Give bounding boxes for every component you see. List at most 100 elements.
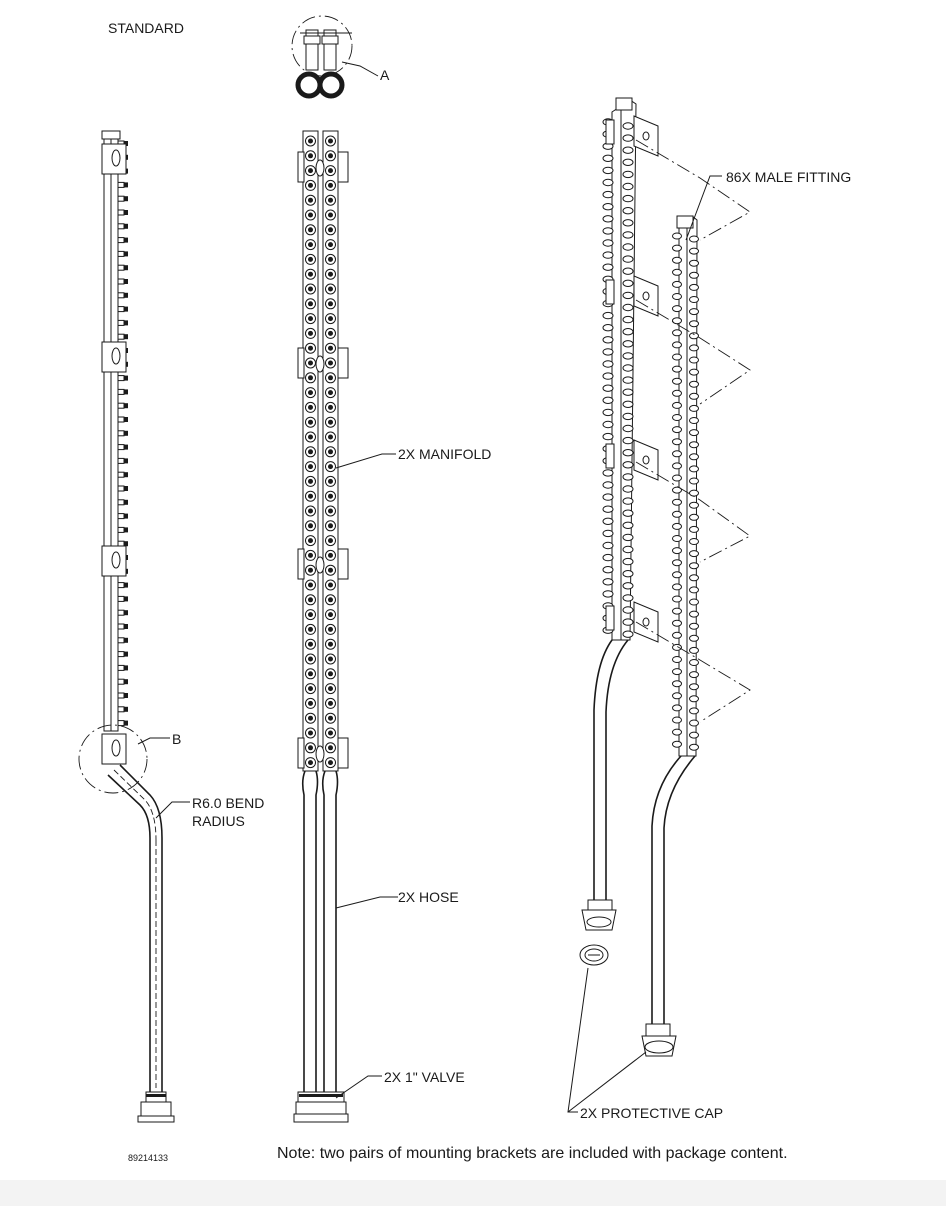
male-fitting [672, 583, 682, 591]
fitting-bore [328, 626, 333, 632]
male-fitting [689, 731, 699, 739]
male-fitting [672, 401, 682, 409]
fitting-tip [124, 665, 128, 671]
side-brackets [101, 143, 127, 765]
male-fitting [622, 376, 634, 384]
male-fitting [602, 251, 614, 259]
side-fittings [117, 140, 128, 727]
male-fitting [672, 389, 682, 397]
male-fitting [117, 250, 125, 257]
male-fitting [689, 308, 699, 316]
male-fitting [117, 416, 125, 423]
male-fitting [672, 535, 682, 542]
label-valve: 2X 1" VALVE [384, 1069, 465, 1085]
fitting-tip [124, 610, 128, 616]
fitting-bore [308, 301, 313, 307]
male-fitting [622, 436, 634, 445]
male-fitting [622, 255, 634, 263]
male-fitting [602, 227, 614, 235]
fitting-tip [124, 624, 128, 629]
male-fitting [117, 582, 125, 589]
male-fitting [602, 553, 614, 562]
male-fitting [117, 540, 125, 547]
male-fitting [672, 426, 682, 434]
fitting-bore [328, 419, 333, 425]
male-fitting [117, 526, 125, 533]
male-fitting [622, 291, 634, 300]
male-fitting [672, 244, 682, 252]
isometric-view [579, 97, 751, 1057]
male-fitting [602, 348, 614, 356]
mounting-bracket [605, 439, 659, 481]
male-fitting [672, 716, 682, 724]
fitting-bore [328, 552, 333, 558]
male-fitting [672, 631, 682, 639]
bottom-band [0, 1180, 946, 1206]
fitting-bore [328, 567, 333, 573]
male-fitting [689, 271, 699, 279]
fitting-bore [328, 612, 333, 618]
fitting-tip [124, 251, 128, 257]
fitting-bore [308, 212, 313, 218]
fitting-tip [124, 458, 128, 464]
fitting-bore [328, 345, 333, 351]
fitting-bore [308, 478, 313, 484]
fitting-bore [328, 404, 333, 410]
fitting-tip [124, 499, 128, 505]
male-fitting [689, 429, 699, 437]
male-fitting [672, 414, 682, 421]
male-fitting [672, 293, 682, 300]
male-fitting [117, 651, 125, 658]
male-fitting [622, 594, 634, 602]
fitting-bore [308, 464, 313, 470]
male-fitting [622, 279, 634, 287]
male-fitting [117, 513, 125, 520]
male-fitting [602, 324, 614, 332]
male-fitting [622, 352, 634, 360]
male-fitting [672, 704, 682, 712]
fitting-bore [308, 330, 313, 336]
male-fitting [602, 215, 614, 223]
male-fitting [602, 396, 614, 404]
fitting-tip [124, 693, 128, 698]
fitting-bore [328, 597, 333, 603]
fitting-bore [328, 523, 333, 529]
male-fitting [689, 538, 699, 545]
front-fittings [305, 135, 336, 769]
male-fitting [689, 404, 699, 412]
male-fitting [622, 340, 634, 348]
male-fitting [689, 707, 699, 715]
fitting-tip [124, 320, 128, 326]
male-fitting [689, 671, 699, 679]
male-fitting [622, 461, 634, 469]
mounting-bracket [297, 548, 349, 580]
male-fitting [689, 465, 699, 473]
mounting-bracket [605, 275, 659, 317]
male-fitting [117, 457, 125, 464]
male-fitting [622, 134, 634, 142]
male-fitting [602, 190, 614, 199]
male-fitting [689, 489, 699, 497]
fitting-tip [124, 334, 128, 340]
fitting-bore [308, 508, 313, 514]
fitting-bore [328, 301, 333, 307]
fitting-bore [328, 478, 333, 484]
fitting-tip [124, 706, 128, 712]
mounting-bracket [297, 737, 349, 769]
male-fitting [672, 571, 682, 579]
fitting-tip [124, 196, 128, 202]
male-fitting [672, 280, 682, 288]
male-fitting [672, 728, 682, 736]
male-fitting [672, 740, 682, 748]
male-fitting [672, 305, 682, 313]
male-fitting [689, 235, 699, 243]
male-fitting [117, 388, 125, 395]
male-fitting [622, 267, 634, 275]
male-fitting [602, 203, 614, 211]
male-fitting [622, 207, 634, 215]
fitting-bore [328, 656, 333, 662]
male-fitting [689, 574, 699, 582]
fitting-bore [328, 271, 333, 277]
male-fitting [672, 462, 682, 470]
male-fitting [672, 341, 682, 349]
